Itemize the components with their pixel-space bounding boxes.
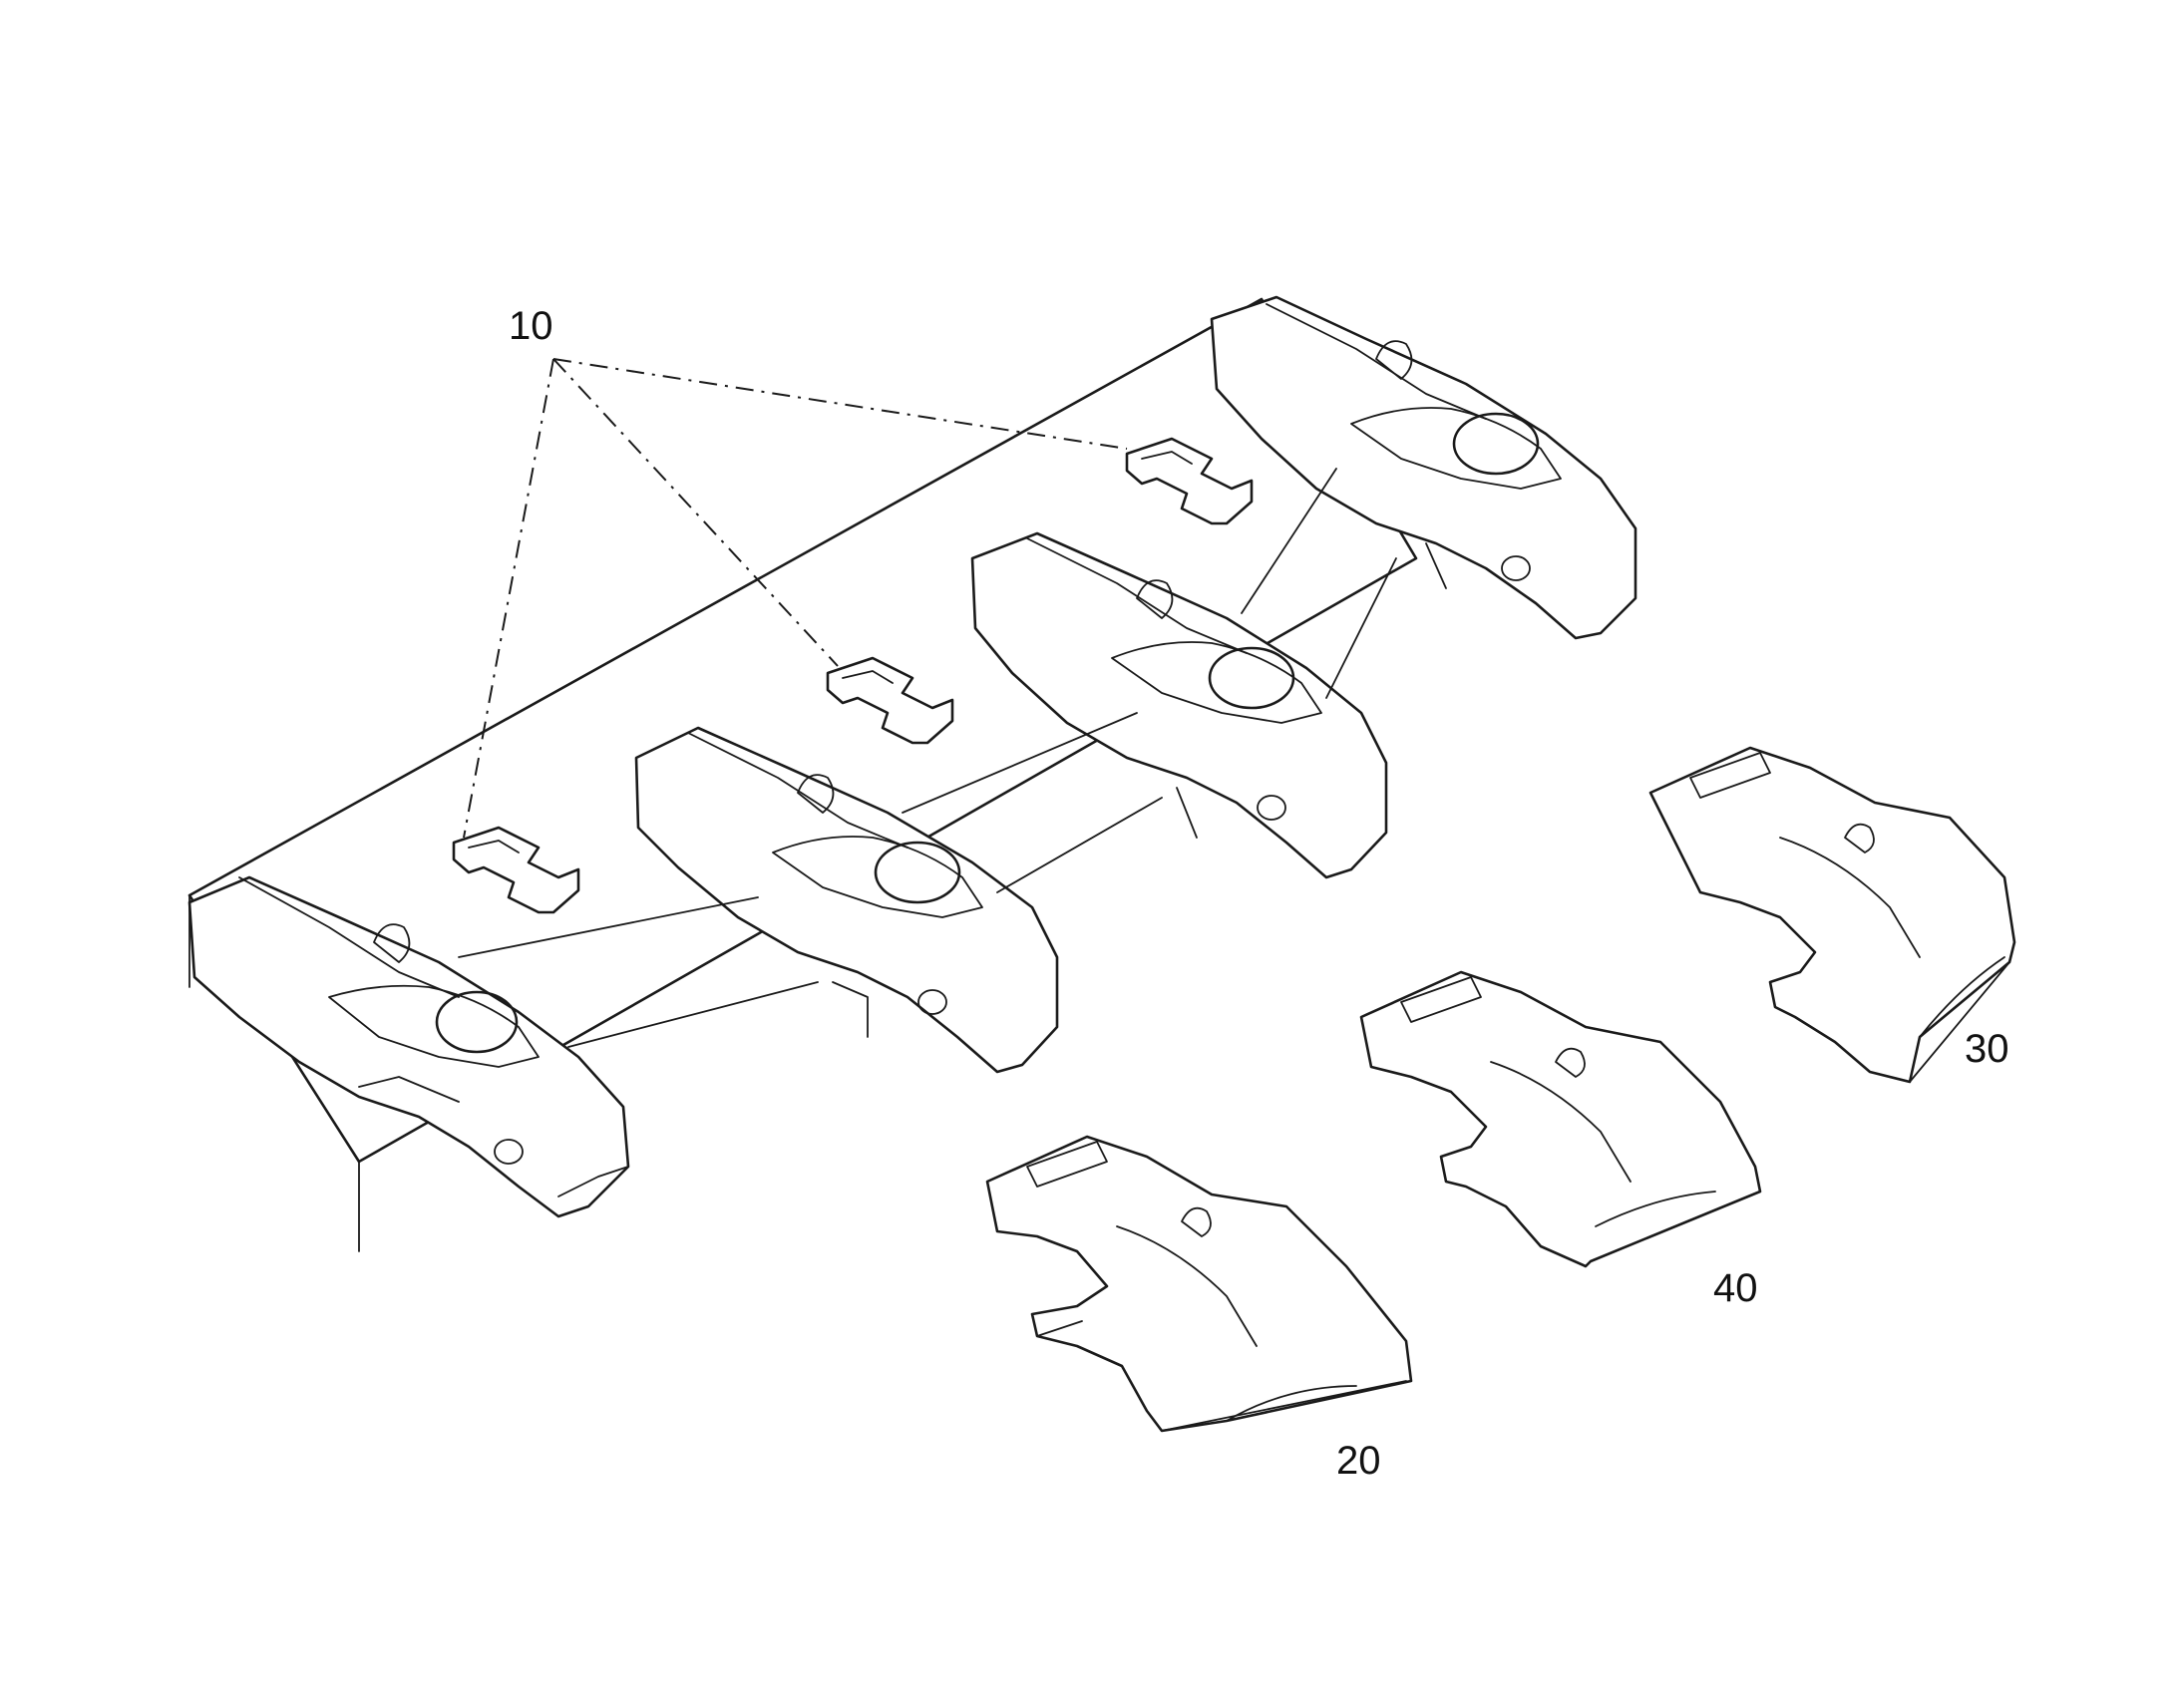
tooth-20: [985, 1135, 1413, 1433]
leader-lines-10: [463, 358, 1128, 839]
callout-10: 10: [509, 304, 553, 348]
callout-40: 40: [1713, 1266, 1758, 1310]
tooth-30: [1648, 746, 2016, 1084]
tooth-40: [1359, 970, 1762, 1268]
adapter-3: [970, 531, 1388, 879]
callout-30: 30: [1965, 1027, 2009, 1071]
adapter-web-lines: [458, 468, 1397, 1048]
retainer-clip-3: [1125, 437, 1254, 525]
retainer-clip-2: [826, 656, 954, 745]
adapter-2: [634, 726, 1059, 1074]
callout-20: 20: [1336, 1439, 1381, 1483]
adapter-1: [187, 875, 630, 1218]
adapter-4: [1210, 295, 1637, 640]
retainer-clip-1: [452, 826, 580, 914]
